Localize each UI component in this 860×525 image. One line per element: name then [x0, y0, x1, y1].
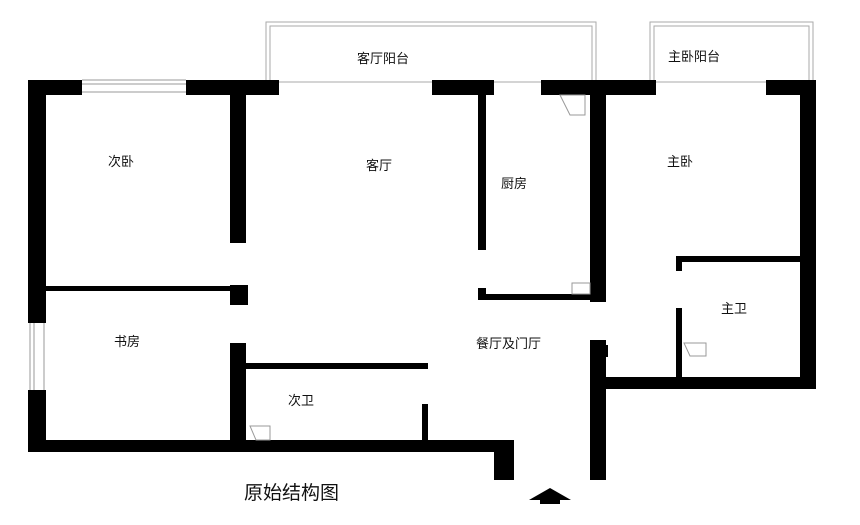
left-window [29, 322, 45, 390]
top-window [82, 79, 186, 93]
label-dining-foyer: 餐厅及门厅 [476, 336, 541, 352]
door-fixtures [249, 94, 707, 441]
entrance-arrow-icon [529, 488, 571, 504]
label-master-bedroom: 主卧 [667, 155, 693, 170]
label-master-bath: 主卫 [721, 302, 747, 317]
walls [28, 80, 816, 480]
label-second-bath: 次卫 [288, 393, 314, 409]
label-second-bedroom: 次卧 [108, 154, 134, 170]
label-living-room: 客厅 [366, 158, 392, 174]
label-study: 书房 [114, 334, 140, 350]
label-living-balcony: 客厅阳台 [357, 51, 409, 67]
label-master-balcony: 主卧阳台 [668, 50, 720, 65]
label-kitchen: 厨房 [501, 176, 527, 192]
living-balcony-outline [265, 21, 597, 83]
plan-title: 原始结构图 [244, 482, 339, 504]
master-balcony-outline [649, 21, 814, 83]
interior-walls [46, 80, 800, 442]
